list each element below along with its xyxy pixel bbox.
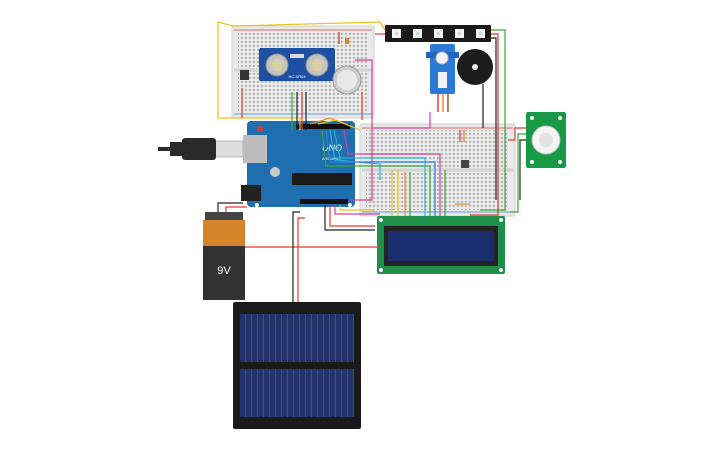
- ultrasonic-sensor: HC-SR04: [259, 48, 335, 81]
- main-breadboard: [359, 123, 516, 217]
- small-sensors: [240, 38, 362, 95]
- servo-motor: [426, 44, 459, 112]
- battery-label: 9V: [217, 265, 231, 277]
- lcd-display: [377, 216, 505, 274]
- arduino-model: UNO: [322, 143, 342, 153]
- piezo-buzzer: [457, 49, 493, 128]
- led-strip: [385, 25, 491, 42]
- wires: [217, 21, 526, 302]
- solar-panel: [233, 302, 361, 429]
- usb-cable: [158, 138, 244, 160]
- battery-9v: 9V: [203, 212, 245, 300]
- pir-sensor: [526, 112, 566, 168]
- arduino-uno: UNO ARDUINO: [241, 121, 355, 207]
- ultrasonic-label: HC-SR04: [288, 74, 306, 79]
- arduino-brand: ARDUINO: [322, 156, 340, 161]
